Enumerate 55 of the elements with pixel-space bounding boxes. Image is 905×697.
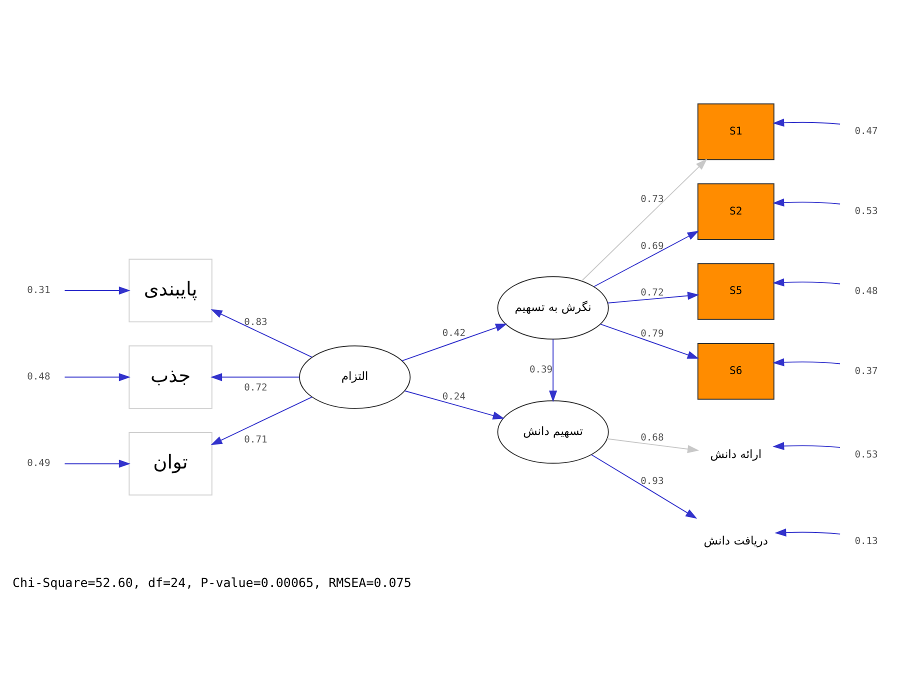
node-text: 0.31: [27, 284, 50, 296]
arrow: [772, 358, 841, 366]
node-box: پایبندی: [128, 258, 212, 322]
node-text: ارائه دانش: [710, 446, 762, 461]
edge-label: 0.42: [442, 327, 466, 338]
arrow: [549, 338, 558, 402]
node-text: 0.37: [854, 365, 878, 376]
edge-label: 0.39: [529, 364, 553, 376]
edge-label: 0.24: [442, 390, 466, 402]
node-text: 0.47: [854, 126, 878, 137]
arrow: [774, 528, 841, 536]
node-text: 0.49: [27, 458, 50, 469]
node-text: 0.13: [854, 536, 878, 547]
node-text: 0.48: [854, 285, 878, 296]
node-text: 0.53: [854, 206, 878, 217]
node-box: توان: [128, 432, 212, 495]
node-text: 0.48: [27, 371, 50, 382]
arrow: [594, 230, 699, 286]
arrow: [404, 390, 504, 419]
arrow: [772, 118, 841, 126]
arrow: [64, 286, 130, 294]
arrow: [64, 372, 130, 381]
arrow: [772, 198, 841, 206]
edge-label: 0.71: [244, 434, 268, 446]
edge-label: 0.68: [640, 432, 664, 444]
arrow: [606, 438, 700, 453]
arrow: [600, 323, 699, 358]
arrow: [402, 323, 508, 361]
arrow: [64, 459, 130, 468]
node-text: 0.53: [854, 449, 878, 460]
edge-label: 0.69: [640, 240, 664, 252]
node-box: S6: [697, 342, 774, 400]
node-ellipse: نگرش به تسهیم: [497, 276, 609, 340]
edge-label: 0.93: [640, 475, 664, 486]
edge-label: 0.72: [244, 382, 268, 394]
arrow: [210, 308, 312, 358]
arrow: [581, 158, 708, 281]
node-ellipse: تسهیم دانش: [497, 400, 609, 464]
edge-label: 0.79: [640, 328, 664, 340]
edge-label: 0.83: [244, 316, 268, 328]
node-box: S1: [697, 102, 774, 160]
arrow: [772, 441, 841, 450]
arrow: [210, 396, 312, 445]
arrow: [772, 278, 841, 286]
node-text: دریافت دانش: [704, 533, 768, 548]
node-box: S5: [697, 262, 774, 320]
arrow: [607, 291, 700, 303]
arrow: [591, 454, 698, 518]
edge-label: 0.72: [640, 286, 664, 298]
caption: Chi-Square=52.60, df=24, P-value=0.00065, RMSEA=0.075: [12, 574, 412, 590]
edge-label: 0.73: [640, 194, 664, 205]
node-box: S2: [697, 182, 774, 240]
node-ellipse: التزام: [299, 344, 411, 408]
node-box: جذب: [128, 344, 212, 408]
arrow: [210, 372, 300, 381]
